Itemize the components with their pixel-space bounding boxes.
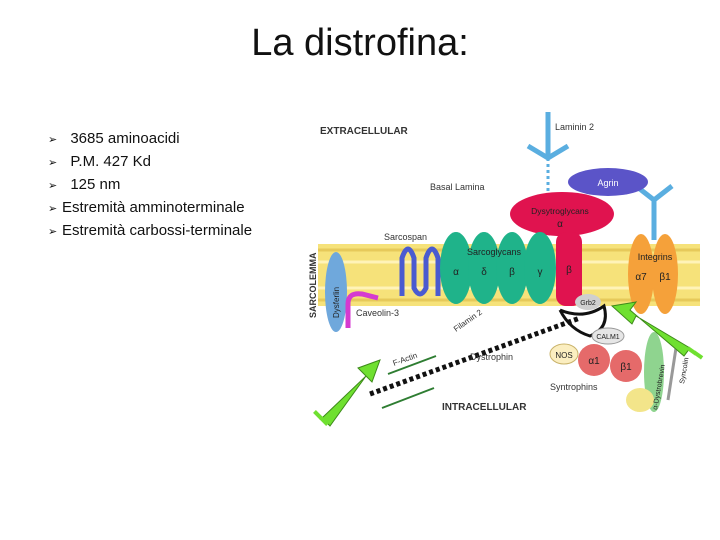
bullet-item: ➢Estremità carbossi-terminale	[48, 220, 252, 243]
intracellular-label: INTRACELLULAR	[442, 402, 527, 413]
bullet-item: ➢ 3685 aminoacidi	[48, 128, 252, 151]
integrin-a7-label: α7	[635, 272, 647, 283]
agrin-label: Agrin	[597, 178, 618, 188]
sarcospan-shape	[399, 246, 441, 297]
bullet-item: ➢Estremità amminoterminale	[48, 197, 252, 220]
dystroglycans-label: Dysytroglycans	[531, 206, 589, 216]
dystrophin-c-terminal	[558, 303, 607, 338]
bullet-item: ➢ 125 nm	[48, 174, 252, 197]
slide-title: La distrofina:	[251, 22, 469, 64]
caveolin-label: Caveolin-3	[356, 308, 399, 318]
extracellular-label: EXTRACELLULAR	[320, 126, 409, 137]
dystroglycan-complex	[510, 192, 614, 306]
syntrophin-a1-label: α1	[588, 356, 600, 367]
syntrophin-b1-label: β1	[620, 362, 632, 373]
dystroglycan-beta-label: β	[566, 265, 572, 276]
syntrophin-b1-shape	[610, 350, 642, 382]
sarcospan-label: Sarcospan	[384, 232, 427, 242]
nos-label: NOS	[555, 351, 572, 360]
bullet-item: ➢ P.M. 427 Kd	[48, 151, 252, 174]
nos-shape	[549, 343, 579, 365]
arrow-bullet-icon: ➢	[48, 157, 58, 169]
arrow-bullet-icon: ➢	[48, 134, 58, 146]
integrins-label: Integrins	[638, 252, 673, 262]
sg-beta-label: β	[509, 267, 515, 278]
syncoilin-line	[666, 347, 678, 401]
sarcoglycan-complex	[440, 232, 556, 304]
integrin-b1-label: β1	[659, 272, 671, 283]
arrow-bullet-icon: ➢	[48, 226, 58, 238]
agrin-shape	[568, 168, 648, 196]
arrow-right-icon	[610, 301, 704, 360]
filamin-label: Filamin 2	[452, 307, 484, 333]
dystrobrevin-base	[626, 388, 654, 412]
sg-alpha-label: α	[453, 267, 459, 278]
bullet-list: ➢ 3685 aminoacidi ➢ P.M. 427 Kd ➢ 125 nm…	[48, 128, 252, 243]
integrin-complex	[628, 234, 678, 314]
factin-lines	[381, 355, 437, 409]
dysferlin-label: Dysferlin	[332, 287, 341, 318]
dysferlin-shape	[325, 252, 347, 332]
arrow-bullet-icon: ➢	[48, 203, 58, 215]
sg-gamma-label: γ	[538, 267, 543, 278]
caveolin-shape	[345, 291, 379, 328]
dystrophin-label: Dystrophin	[470, 352, 513, 362]
integrin-receptor-icon	[634, 184, 674, 240]
laminin-icon	[526, 112, 570, 196]
sarcolemma-label: SARCOLEMMA	[308, 252, 318, 318]
sg-delta-label: δ	[481, 267, 487, 278]
factin-label: F-Actin	[392, 351, 419, 368]
laminin-label: Laminin 2	[555, 122, 594, 132]
dystroglycan-alpha-label: α	[557, 219, 563, 230]
grb2-label: Grb2	[580, 300, 596, 307]
sarcoglycans-label: Sarcoglycans	[467, 247, 522, 257]
arrow-bullet-icon: ➢	[48, 180, 58, 192]
dystrophin-chain	[369, 315, 581, 397]
syntrophins-label: Syntrophins	[550, 382, 598, 392]
syntrophin-a1-shape	[578, 344, 610, 376]
basal-lamina-label: Basal Lamina	[430, 182, 485, 192]
calm1-shape	[591, 327, 625, 345]
syncoilin-label: Syncolin	[679, 357, 691, 384]
calm1-label: CALM1	[596, 334, 619, 341]
arrow-left-icon	[313, 359, 381, 427]
grb2-shape	[575, 294, 601, 310]
